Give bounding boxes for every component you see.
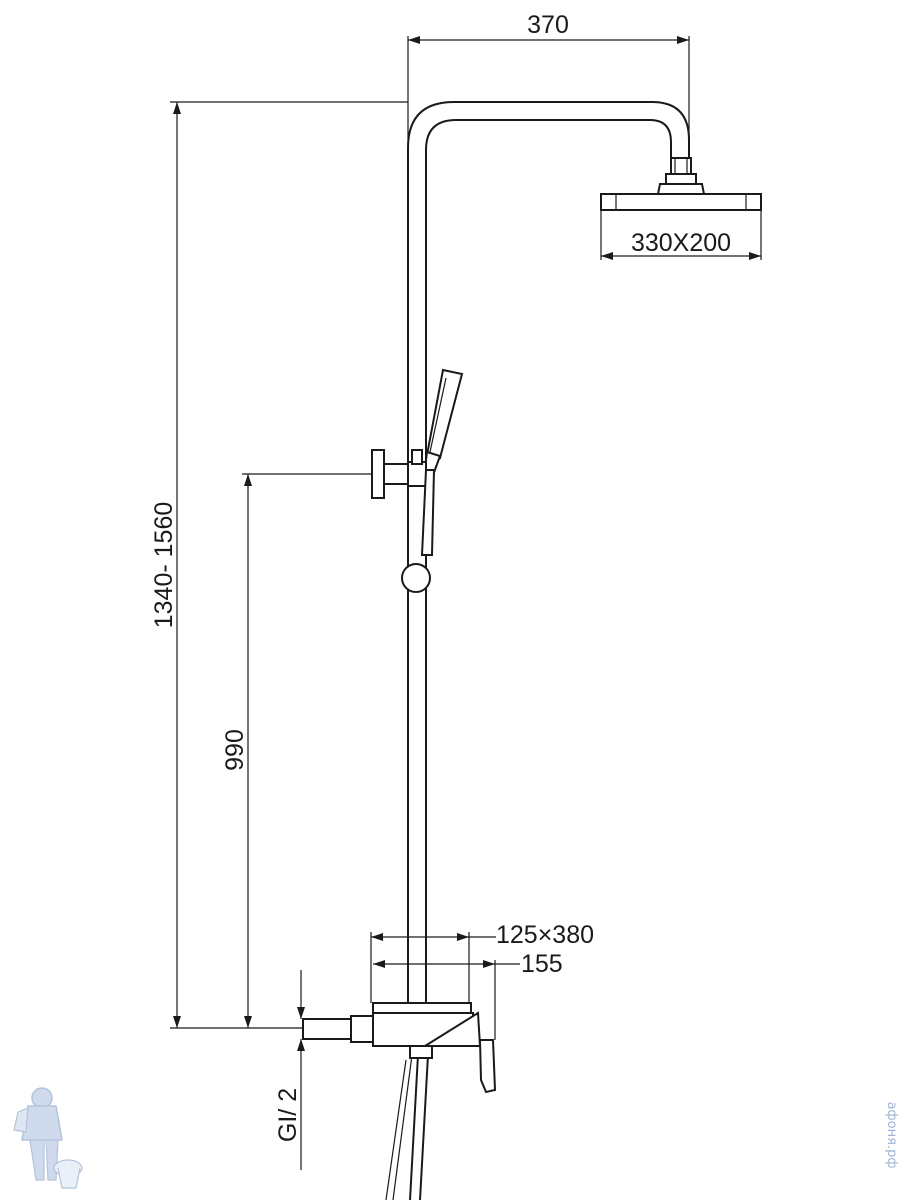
dim-370-label: 370 [527,11,569,39]
dim-155-label: 155 [521,950,563,978]
riser-pipe [407,101,690,1026]
dim-330x200 [600,210,762,260]
hand-shower [422,368,464,480]
dim-990 [242,473,372,1028]
wall-mixer [302,1002,497,1094]
dim-1340-1560 [170,101,408,1029]
watermark-text: афоня.рф [884,1102,899,1169]
hand-shower-holder [371,449,436,556]
slider-knob [401,563,431,593]
overhead-shower-head [600,157,762,211]
shower-hose [385,1054,429,1200]
dim-thread-label: GІ/ 2 [274,1088,302,1142]
dim-125x380-label: 125×380 [496,921,594,949]
dim-370 [407,36,690,145]
dim-1340-1560-label: 1340- 1560 [150,502,178,629]
dim-330x200-label: 330X200 [631,229,731,257]
dim-155 [373,960,520,1040]
plumber-mascot-logo [13,1087,83,1189]
dim-990-label: 990 [221,729,249,771]
dim-125x380 [370,932,496,1003]
